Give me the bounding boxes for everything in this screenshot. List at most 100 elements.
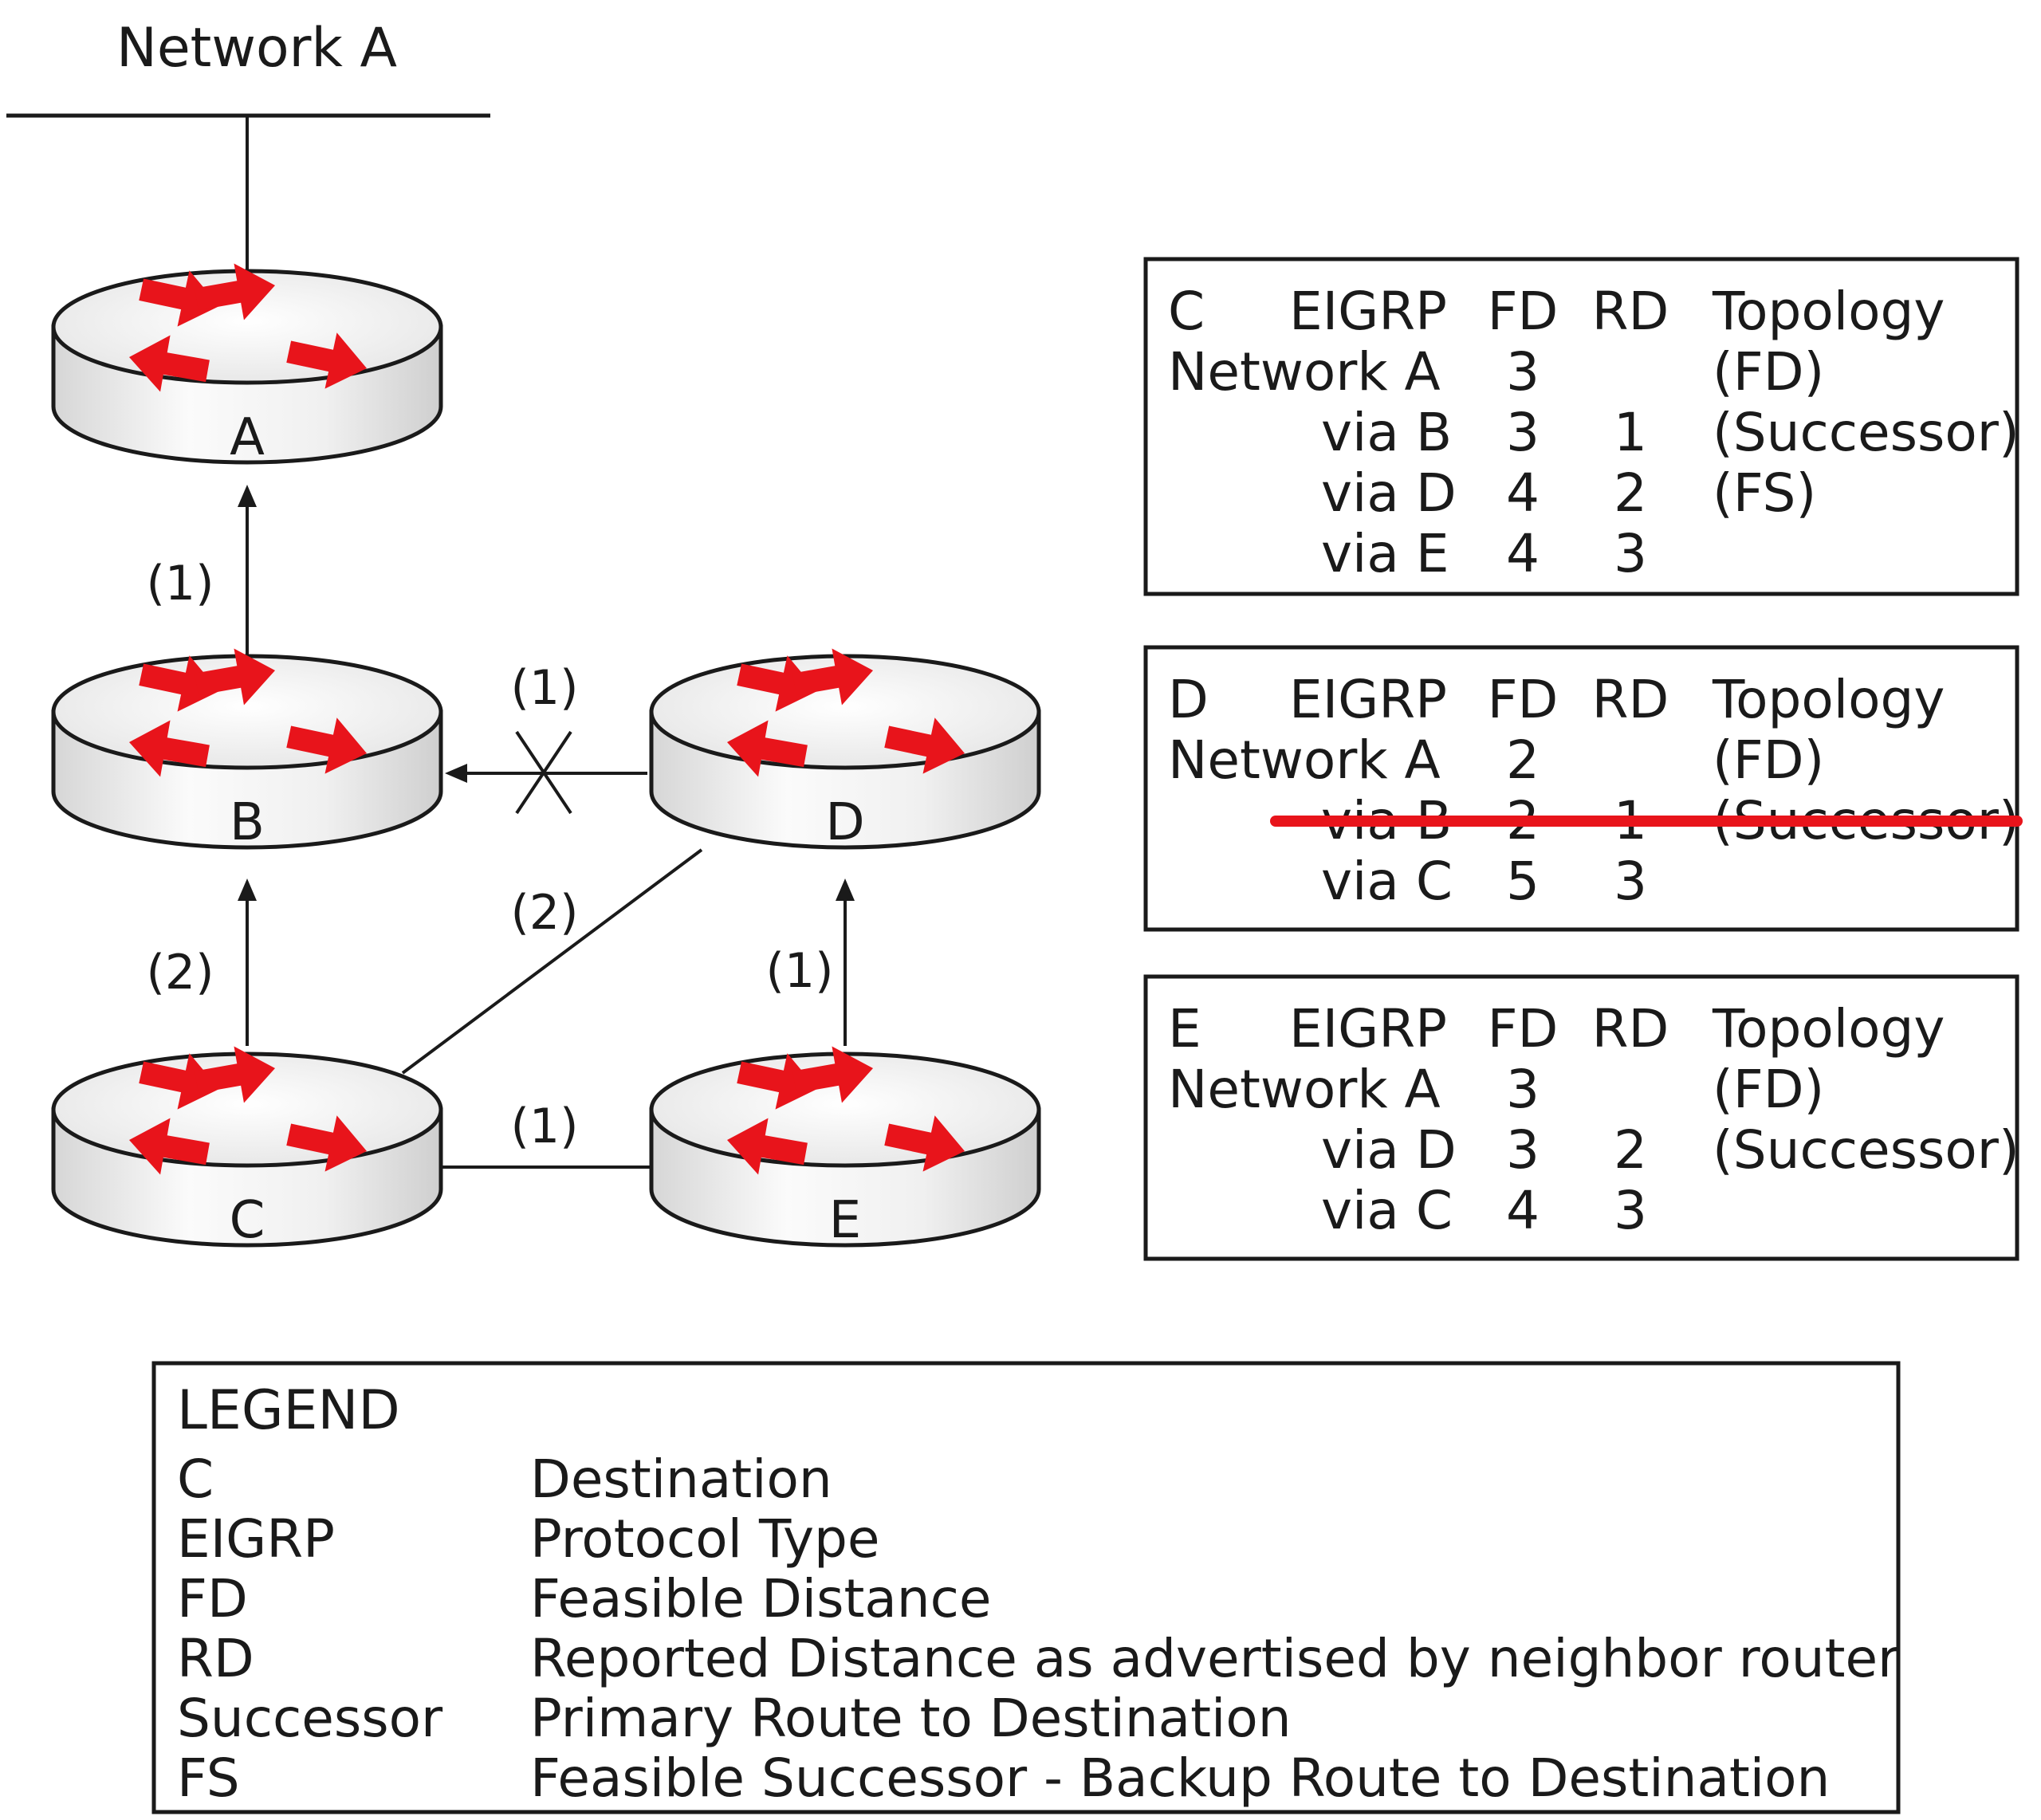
table-network-topology: (FD)	[1713, 341, 1824, 403]
route-via: via C	[1321, 1180, 1453, 1241]
route-fd: 4	[1506, 462, 1540, 524]
table-rd-header: RD	[1592, 281, 1669, 342]
table-network: Network A	[1168, 1059, 1441, 1120]
table-protocol: EIGRP	[1289, 998, 1447, 1059]
table-rd-header: RD	[1592, 669, 1669, 730]
link-cost-c-b: (2)	[147, 945, 214, 1000]
route-rd: 3	[1614, 523, 1647, 584]
legend-item: RD Reported Distance as advertised by nei…	[177, 1628, 1900, 1689]
route-topology: (Successor)	[1713, 1119, 2019, 1181]
arrowhead-to-b-from-c	[238, 879, 257, 901]
link-c-d	[401, 848, 703, 1075]
link-failure-x-icon	[515, 730, 572, 815]
table-network: Network A	[1168, 729, 1441, 791]
route-topology: (Successor)	[1713, 402, 2019, 463]
legend-term: EIGRP	[177, 1508, 335, 1570]
table-network-topology: (FD)	[1713, 1059, 1824, 1120]
link-cost-c-d: (2)	[511, 885, 579, 941]
table-box	[1143, 257, 2019, 596]
arrowhead-to-a	[238, 485, 257, 507]
link-cost-d-b: (1)	[511, 660, 579, 716]
route-fd: 5	[1506, 851, 1540, 912]
router-arrows-icon	[129, 648, 367, 777]
network-label: Network A	[116, 17, 397, 80]
route-via: via D	[1321, 462, 1457, 524]
route-row: via D 3 2 (Successor)	[1321, 1119, 2019, 1181]
table-network-fd: 2	[1506, 729, 1540, 791]
route-fd: 3	[1506, 402, 1540, 463]
router-a: A	[51, 263, 443, 467]
route-row: via B 3 1 (Successor)	[1321, 402, 2019, 463]
legend-description: Primary Route to Destination	[530, 1688, 1292, 1749]
router-arrows-icon	[727, 1046, 965, 1175]
table-box	[1143, 645, 2019, 932]
router-arrows-icon	[129, 1046, 367, 1175]
route-rd: 3	[1614, 1180, 1647, 1241]
route-fd: 4	[1506, 1180, 1540, 1241]
route-fd: 3	[1506, 1119, 1540, 1181]
table-protocol: EIGRP	[1289, 281, 1447, 342]
legend-title: LEGEND	[177, 1379, 400, 1442]
table-dest: D	[1168, 669, 1209, 730]
router-label: C	[230, 1191, 265, 1250]
route-via: via D	[1321, 1119, 1457, 1181]
table-dest: E	[1168, 998, 1201, 1059]
router-arrows-icon	[727, 648, 965, 777]
legend-term: Successor	[177, 1688, 443, 1749]
table-network-fd: 3	[1506, 341, 1540, 403]
legend-description: Destination	[530, 1449, 832, 1510]
table-topology-header: Topology	[1712, 281, 1945, 342]
route-row: via E 4 3	[1321, 523, 1647, 584]
arrowhead-to-d	[836, 879, 855, 901]
route-rd: 2	[1614, 462, 1647, 524]
route-row: via D 4 2 (FS)	[1321, 462, 1816, 524]
route-rd: 1	[1614, 402, 1647, 463]
router-c: C	[51, 1046, 443, 1250]
legend-box	[151, 1361, 1901, 1814]
table-topology-header: Topology	[1712, 998, 1945, 1059]
legend-description: Protocol Type	[530, 1508, 880, 1570]
table-rd-header: RD	[1592, 998, 1669, 1059]
link-cost-b-a: (1)	[147, 556, 214, 611]
route-topology: (FS)	[1713, 462, 1816, 524]
legend-description: Feasible Successor - Backup Route to Des…	[530, 1747, 1830, 1809]
route-row: via C 4 3	[1321, 1180, 1647, 1241]
legend-term: FS	[177, 1747, 240, 1809]
router-label: B	[230, 793, 265, 852]
router-arrows-icon	[129, 263, 367, 392]
table-dest: C	[1168, 281, 1205, 342]
legend-term: RD	[177, 1628, 254, 1689]
table-fd-header: FD	[1488, 998, 1559, 1059]
routers-layer: A B C D E	[51, 263, 1041, 1250]
legend-description: Reported Distance as advertised by neigh…	[530, 1628, 1900, 1689]
link-cost-e-d: (1)	[766, 943, 834, 999]
table-topology-header: Topology	[1712, 669, 1945, 730]
route-via: via E	[1321, 523, 1449, 584]
router-e: E	[649, 1046, 1041, 1250]
table-network-topology: (FD)	[1713, 729, 1824, 791]
legend-item: Successor Primary Route to Destination	[177, 1688, 1292, 1749]
route-fd: 4	[1506, 523, 1540, 584]
link-cost-c-e: (1)	[511, 1099, 579, 1154]
table-network-fd: 3	[1506, 1059, 1540, 1120]
route-via: via B	[1321, 402, 1452, 463]
table-fd-header: FD	[1488, 669, 1559, 730]
arrowhead-to-b-from-d	[445, 764, 467, 783]
route-rd: 2	[1614, 1119, 1647, 1181]
router-d: D	[649, 648, 1041, 852]
legend-description: Feasible Distance	[530, 1568, 992, 1629]
table-fd-header: FD	[1488, 281, 1559, 342]
legend-item: FS Feasible Successor - Backup Route to D…	[177, 1747, 1830, 1809]
legend-term: C	[177, 1449, 214, 1510]
router-label: D	[825, 793, 864, 852]
links-layer: (1) (2) (1) (2) (1) (1)	[147, 485, 855, 1169]
router-b: B	[51, 648, 443, 852]
